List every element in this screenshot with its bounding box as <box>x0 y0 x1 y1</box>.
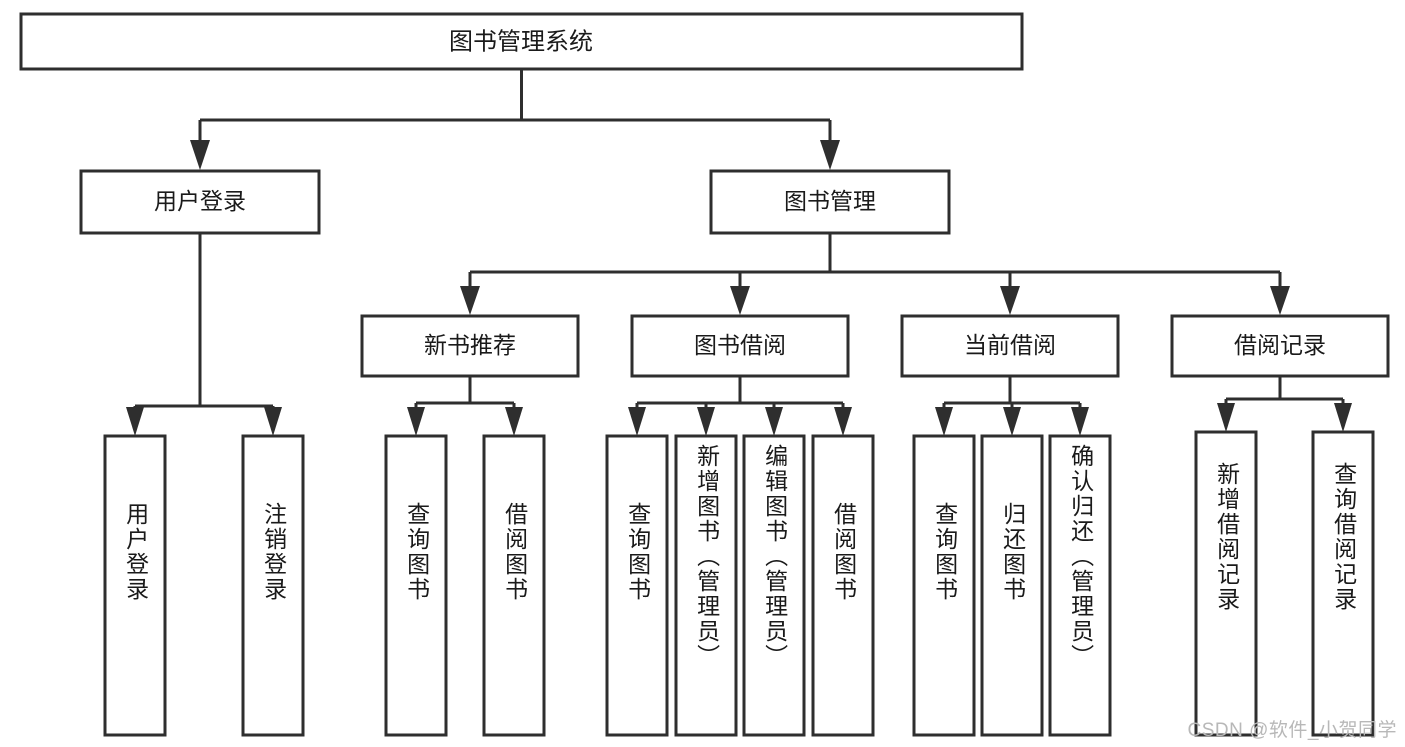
leaf-box-current-borrow-1[interactable] <box>980 434 1044 737</box>
leaf-box-current-borrow-0[interactable] <box>912 434 976 737</box>
arrowhead-user-login <box>190 140 210 170</box>
leaf-box-book-borrow-2[interactable] <box>742 434 806 737</box>
node-box-book-management[interactable] <box>709 169 951 235</box>
arrowhead-current <box>1000 286 1020 315</box>
leaf-box-borrow-record-1[interactable] <box>1311 430 1375 737</box>
horizontal-labels-group: 图书管理系统 用户登录 图书管理 新书推荐 图书借阅 当前借阅 借阅记录 <box>154 28 1326 358</box>
leaf-box-new-book-0[interactable] <box>384 434 448 737</box>
arrowhead-leaf-user-login <box>126 407 144 436</box>
arrowheads-group <box>126 140 1352 436</box>
arrowhead-borrow <box>730 286 750 315</box>
node-box-root[interactable] <box>19 12 1024 71</box>
node-box-user-login[interactable] <box>79 169 321 235</box>
label-book-borrow: 图书借阅 <box>694 332 786 358</box>
arrowhead-leaf-logout <box>264 407 282 436</box>
label-root: 图书管理系统 <box>449 28 593 55</box>
label-borrow-record: 借阅记录 <box>1234 332 1326 358</box>
arrowhead-record <box>1270 286 1290 315</box>
boxes-group <box>19 12 1390 737</box>
arrowhead-book-mgmt <box>820 140 840 170</box>
node-box-current-borrow[interactable] <box>900 314 1120 378</box>
arrowhead-leaf-br-2 <box>1334 403 1352 432</box>
label-current-borrow: 当前借阅 <box>964 332 1056 358</box>
arrowhead-newbook <box>460 286 480 315</box>
csdn-watermark: CSDN @软件_小贺同学 <box>1187 720 1397 741</box>
arrowhead-leaf-nb-2 <box>505 407 523 436</box>
arrowhead-leaf-cb-3 <box>1071 407 1089 436</box>
arrowhead-leaf-cb-2 <box>1003 407 1021 436</box>
arrowhead-leaf-bb-2 <box>697 407 715 436</box>
leaf-box-book-borrow-1[interactable] <box>674 434 738 737</box>
leaf-box-new-book-1[interactable] <box>482 434 546 737</box>
label-user-login: 用户登录 <box>154 188 246 214</box>
arrowhead-leaf-nb-1 <box>407 407 425 436</box>
label-new-book-recommend: 新书推荐 <box>424 332 516 358</box>
arrowhead-leaf-bb-3 <box>765 407 783 436</box>
leaf-box-book-borrow-0[interactable] <box>605 434 669 737</box>
leaf-box-user-login-0[interactable] <box>103 434 167 737</box>
node-box-book-borrow[interactable] <box>630 314 850 378</box>
label-book-management: 图书管理 <box>784 188 876 214</box>
node-box-new-book-recommend[interactable] <box>360 314 580 378</box>
leaf-box-current-borrow-2[interactable] <box>1048 434 1112 737</box>
arrowhead-leaf-bb-1 <box>628 407 646 436</box>
leaf-box-borrow-record-0[interactable] <box>1194 430 1258 737</box>
arrowhead-leaf-br-1 <box>1217 403 1235 432</box>
leaf-box-user-login-1[interactable] <box>241 434 305 737</box>
arrowhead-leaf-bb-4 <box>834 407 852 436</box>
arrowhead-leaf-cb-1 <box>935 407 953 436</box>
node-box-borrow-record[interactable] <box>1170 314 1390 378</box>
leaf-box-book-borrow-3[interactable] <box>811 434 875 737</box>
